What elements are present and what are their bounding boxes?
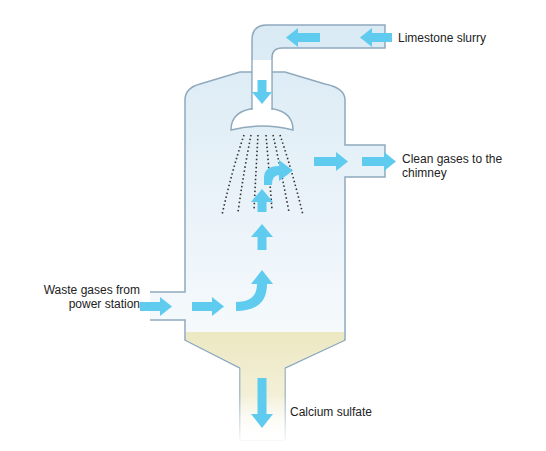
label: Clean gases to the chimney (402, 152, 512, 180)
calcium-sulfate-slurry (186, 332, 344, 440)
spray (222, 135, 303, 215)
label: Calcium sulfate (290, 405, 430, 419)
label: Waste gases from power station (40, 283, 140, 311)
nozzle-pipe-fill (253, 60, 271, 110)
spray-nozzle (231, 108, 293, 130)
nozzle-pipe (271, 72, 273, 110)
vessel (150, 25, 385, 440)
nozzle-pipe (251, 72, 253, 110)
flow-arrows (140, 28, 396, 428)
label: Limestone slurry (398, 31, 538, 45)
